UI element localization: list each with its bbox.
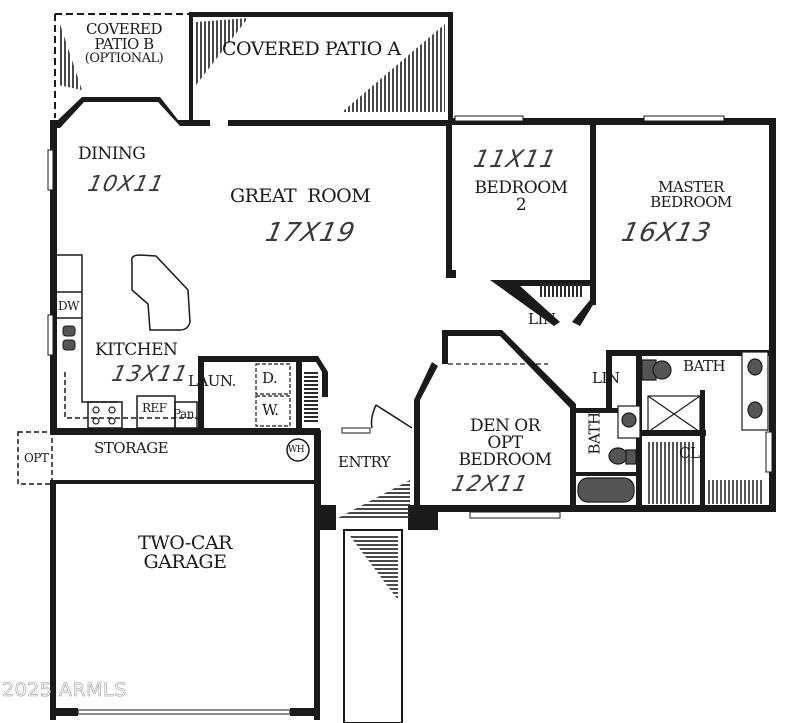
optional-storage-label: OPT — [24, 451, 49, 465]
great-room-dimensions: 17X19 — [262, 218, 359, 248]
front-walkway — [338, 480, 410, 723]
dining-label: DINING — [78, 144, 146, 164]
den-label: DEN OR OPT BEDROOM — [440, 418, 570, 469]
master-bedroom-line2: BEDROOM — [650, 193, 732, 211]
storage-label: STORAGE — [94, 439, 169, 457]
laundry-label: LAUN. — [188, 372, 236, 390]
garage-line2: GARAGE — [143, 551, 227, 573]
stove-burners — [92, 406, 116, 425]
master-bedroom-label: MASTER BEDROOM — [636, 180, 746, 210]
covered-patio-b-line1: COVERED — [85, 20, 163, 38]
dishwasher-label: DW — [58, 299, 79, 313]
windows — [47, 115, 773, 519]
den-line1: DEN OR — [469, 416, 541, 436]
master-bath-label: BATH — [683, 357, 726, 375]
kitchen-label: KITCHEN — [95, 340, 178, 360]
linen-1-label: LIN — [528, 310, 556, 328]
water-heater-label: WH — [288, 445, 305, 455]
garage-label: TWO-CAR GARAGE — [110, 534, 260, 572]
dryer-label: D. — [262, 369, 278, 387]
hall-bath-fixtures — [577, 405, 641, 503]
interior-walls — [50, 270, 772, 720]
garage-door — [77, 709, 291, 715]
den-dimensions: 12X11 — [449, 472, 531, 497]
washer-label: W. — [262, 401, 279, 419]
bedroom2-closet-shelf — [540, 283, 584, 297]
shower — [647, 395, 701, 433]
covered-patio-a-label: COVERED PATIO A — [222, 38, 401, 60]
entry-label: ENTRY — [338, 453, 391, 471]
covered-patio-b — [54, 13, 190, 118]
garage-line1: TWO-CAR — [138, 532, 232, 554]
linen-2-label: LIN — [592, 369, 620, 387]
master-bedroom-line1: MASTER — [658, 178, 724, 196]
master-closet-shelf-1 — [646, 442, 696, 504]
bedroom-2-dimensions: 11X11 — [471, 145, 560, 173]
optional-storage-outline — [17, 431, 53, 485]
kitchen-dimensions: 13X11 — [109, 362, 191, 387]
great-room-label: GREAT ROOM — [230, 185, 371, 207]
master-bath-fixtures — [641, 351, 769, 431]
master-bedroom-dimensions: 16X13 — [618, 218, 715, 248]
covered-patio-a — [189, 12, 453, 122]
bedroom-2-line1: BEDROOM — [474, 178, 568, 198]
dining-dimensions: 10X11 — [85, 172, 167, 197]
den-line2: OPT — [487, 433, 523, 453]
covered-patio-b-line2: PATIO B — [94, 35, 154, 53]
master-closet-shelf-2 — [708, 480, 764, 504]
kitchen-counters — [57, 254, 200, 429]
hall-bath-label: BATH — [585, 412, 604, 455]
kitchen-sink — [62, 325, 76, 351]
water-heater — [286, 438, 310, 462]
washer-dryer — [255, 363, 291, 427]
closet-label: CL. — [679, 444, 704, 462]
laundry-shelf — [304, 372, 318, 422]
pantry-label: Pan — [173, 407, 194, 421]
watermark: 2025 ARMLS — [2, 679, 127, 702]
entry-door — [370, 404, 413, 429]
den-line3: BEDROOM — [458, 450, 552, 470]
covered-patio-b-label: COVERED PATIO B (OPTIONAL) — [70, 20, 178, 66]
bedroom-2-line2: 2 — [515, 195, 527, 215]
covered-patio-b-line3: (OPTIONAL) — [84, 51, 164, 66]
refrigerator-label: REF — [142, 401, 167, 415]
bedroom-2-label: BEDROOM 2 — [464, 180, 578, 214]
kitchen-island — [130, 254, 191, 331]
